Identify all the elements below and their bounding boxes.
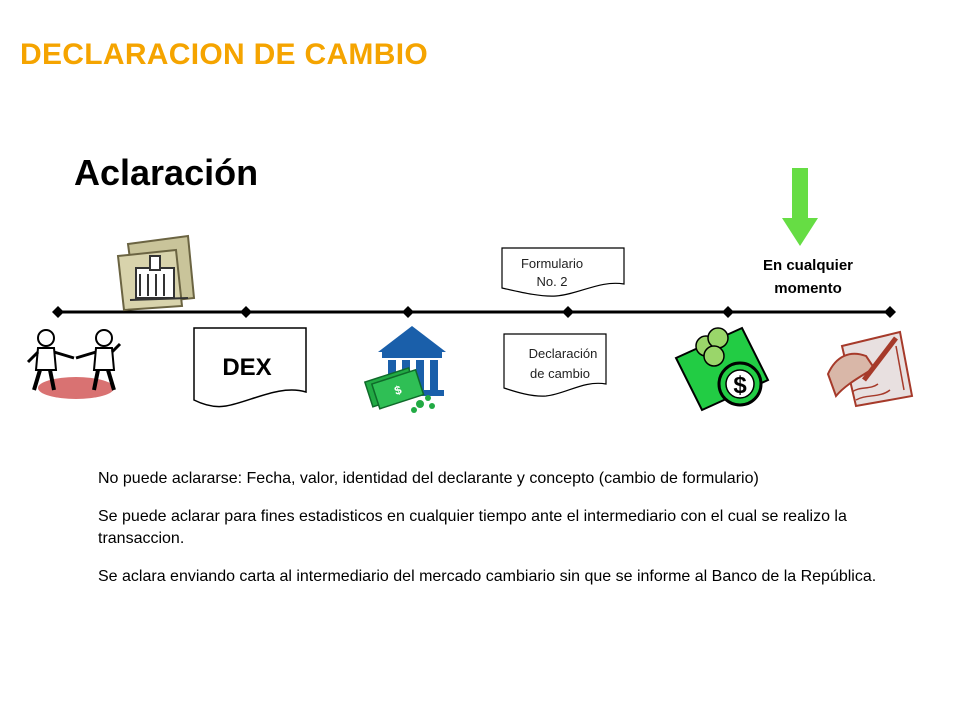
cash-icon: $ [674, 326, 770, 412]
timeline-marker [884, 306, 896, 318]
handshake-icon [26, 329, 122, 399]
signing-letter-icon [826, 330, 914, 408]
note-fines-estadisticos: Se puede aclarar para fines estadisticos… [98, 508, 847, 547]
svg-text:$: $ [393, 382, 404, 397]
moment-label-line2: momento [774, 280, 842, 297]
declaracion-label-line2: de cambio [530, 366, 590, 381]
dex-label: DEX [222, 354, 271, 381]
moment-label-line1: En cualquier [763, 257, 853, 274]
slide-subtitle: Aclaración [74, 152, 259, 193]
timeline-marker [240, 306, 252, 318]
slide-title: DECLARACION DE CAMBIO [20, 38, 428, 71]
timeline-marker [722, 306, 734, 318]
formulario-label-line1: Formulario [521, 256, 583, 271]
cash-dollar-label: $ [733, 372, 747, 399]
note-envio-carta: Se aclara enviando carta al intermediari… [98, 568, 877, 585]
building-document-icon [116, 234, 196, 312]
declaracion-label-line1: Declaración [529, 346, 598, 361]
timeline-marker [562, 306, 574, 318]
bank-money-icon: $ [363, 326, 446, 413]
dex-document: DEX [193, 327, 307, 408]
timeline-marker [52, 306, 64, 318]
notes-list: No puede aclararse: Fecha, valor, identi… [98, 468, 898, 604]
timeline-markers [52, 306, 896, 318]
formulario-document: Formulario No. 2 [501, 247, 625, 297]
formulario-label-line2: No. 2 [536, 274, 567, 289]
declaracion-document: Declaración de cambio [503, 333, 607, 397]
timeline-marker [402, 306, 414, 318]
note-no-aclarable: No puede aclararse: Fecha, valor, identi… [98, 470, 759, 487]
down-arrow-icon [782, 168, 818, 246]
